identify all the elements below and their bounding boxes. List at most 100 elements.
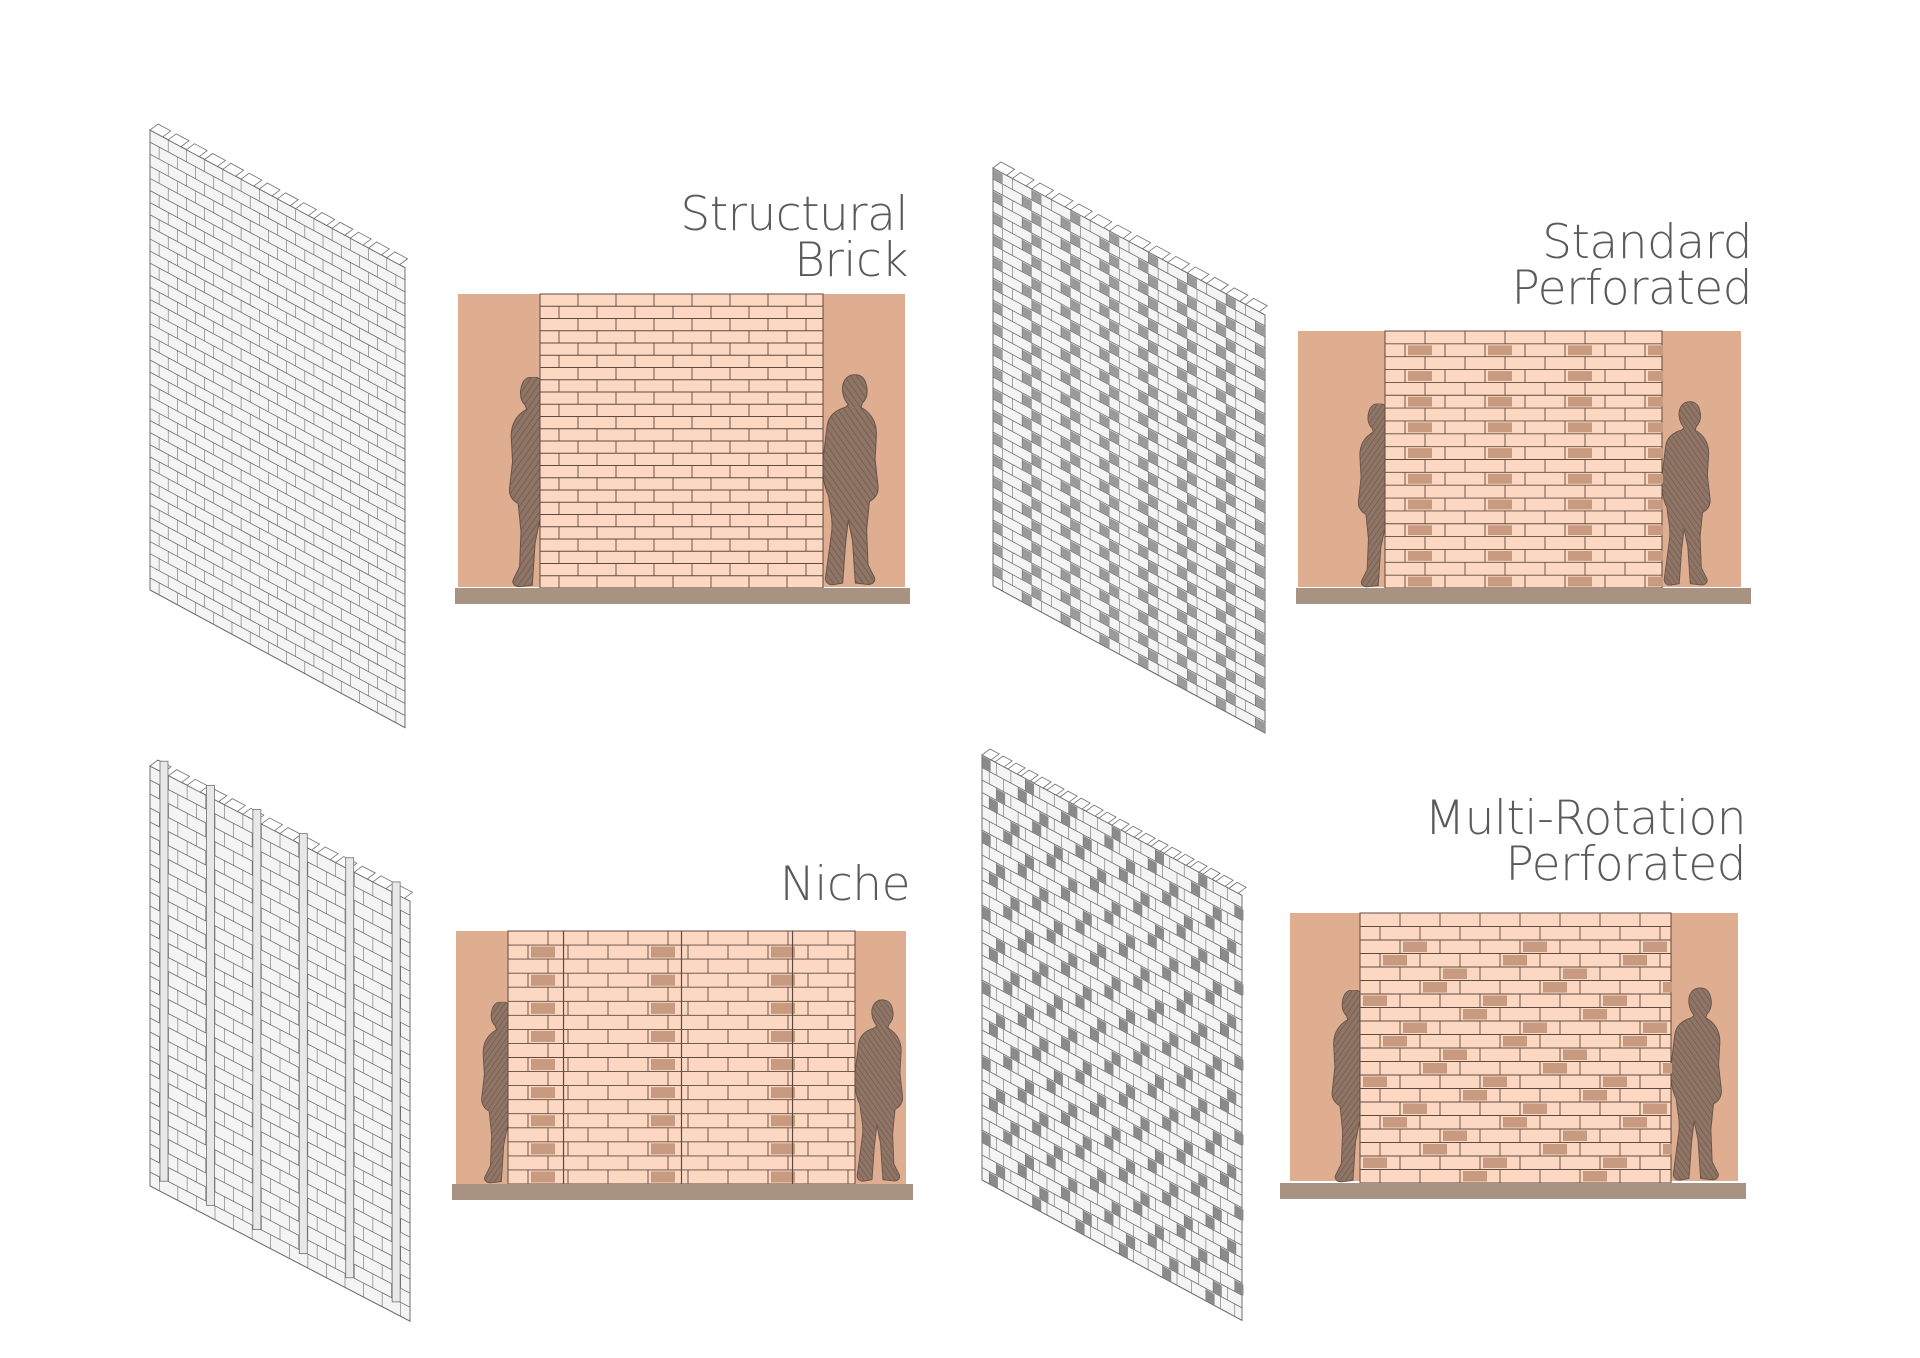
iso-course-line — [149, 517, 406, 656]
iso-perforation — [993, 323, 1003, 338]
iso-rotated-brick — [1039, 1187, 1049, 1203]
iso-cap-brick — [331, 221, 354, 236]
iso-cap-brick — [1007, 762, 1026, 775]
iso-rotated-brick — [1010, 1121, 1020, 1138]
perforation-opening — [1503, 1117, 1527, 1128]
perforation-opening — [651, 1002, 675, 1014]
iso-perforation — [1255, 651, 1266, 667]
perforation-opening — [1648, 345, 1663, 356]
perforation-opening — [1488, 550, 1512, 561]
perforation-opening — [531, 1171, 555, 1183]
iso-perforation — [1187, 471, 1198, 487]
iso-perforation — [1022, 261, 1032, 277]
perforation-opening — [1408, 550, 1432, 561]
iso-perforation — [1109, 407, 1120, 423]
iso-course-line — [149, 1185, 411, 1322]
perforation-opening — [1363, 1076, 1387, 1087]
iso-perforation — [993, 411, 1003, 426]
iso-niche-pier — [159, 760, 169, 1182]
iso-perforation — [1177, 455, 1188, 471]
iso-perforation — [1255, 453, 1266, 469]
iso-perforation — [1177, 499, 1188, 515]
perforation-opening — [1488, 576, 1512, 587]
perforation-opening — [1568, 448, 1592, 458]
iso-rotated-brick — [1169, 1107, 1179, 1124]
iso-perforation — [1226, 316, 1236, 332]
iso-rotated-brick — [1140, 966, 1150, 983]
iso-course-line — [149, 456, 406, 595]
iso-perforation — [1022, 305, 1032, 321]
iso-perforation — [1109, 627, 1120, 643]
iso-perforation — [1031, 563, 1042, 579]
iso-rotated-brick — [1133, 975, 1143, 992]
iso-perforation — [1216, 388, 1227, 404]
iso-rotated-brick — [1119, 1017, 1128, 1034]
iso-perforation — [1138, 566, 1149, 582]
iso-rotated-brick — [1112, 1051, 1121, 1067]
iso-cap-brick — [1225, 287, 1249, 302]
iso-rotated-brick — [1213, 1205, 1222, 1222]
iso-perforation — [1177, 543, 1188, 559]
iso-perforation — [1138, 390, 1149, 406]
iso-rotated-brick — [1213, 1055, 1222, 1072]
isometric-wall-multi — [981, 748, 1247, 1322]
iso-rotated-brick — [1133, 1050, 1143, 1067]
iso-cap-brick — [1108, 224, 1132, 239]
perforation-opening — [1363, 995, 1387, 1006]
iso-perforation — [1022, 217, 1032, 233]
iso-rotated-brick — [1068, 877, 1078, 894]
iso-perforation — [1226, 646, 1236, 662]
iso-perforation — [1022, 349, 1032, 365]
ground-strip — [452, 1184, 913, 1200]
iso-rotated-brick — [1227, 1163, 1237, 1180]
iso-rotated-brick — [1155, 924, 1165, 941]
elevation-perforated — [1296, 330, 1751, 604]
iso-perforation — [1070, 430, 1081, 446]
iso-cap-brick — [276, 192, 299, 207]
iso-perforation — [1061, 370, 1071, 386]
iso-rotated-brick — [1133, 1200, 1143, 1217]
iso-cap-brick — [222, 162, 245, 177]
perforation-opening — [771, 1171, 795, 1183]
iso-perforation — [1177, 565, 1188, 581]
iso-perforation — [1061, 304, 1071, 320]
iso-perforation — [993, 498, 1003, 514]
perforation-opening — [1648, 422, 1663, 433]
iso-rotated-brick — [1148, 858, 1157, 874]
iso-perforation — [1187, 405, 1198, 421]
iso-perforation — [1138, 258, 1149, 274]
perforation-opening — [1488, 473, 1512, 484]
perforation-opening — [1648, 473, 1663, 484]
perforation-opening — [1443, 1130, 1467, 1141]
iso-perforation — [1109, 495, 1120, 511]
iso-perforation — [1099, 237, 1110, 253]
isometric-views — [149, 123, 1268, 1323]
iso-perforation — [1099, 303, 1110, 319]
iso-rotated-brick — [1198, 1173, 1208, 1189]
iso-rotated-brick — [1061, 1036, 1071, 1053]
iso-perforation — [1109, 319, 1120, 335]
elevation-multi — [1280, 912, 1746, 1199]
iso-rotated-brick — [1198, 1098, 1208, 1114]
iso-perforation — [1061, 612, 1071, 628]
perforation-opening — [1443, 1049, 1467, 1060]
iso-perforation — [1061, 590, 1071, 606]
iso-cap-brick — [1137, 832, 1156, 845]
iso-rotated-brick — [1090, 1102, 1100, 1118]
iso-rotated-brick — [1162, 1041, 1172, 1057]
iso-rotated-brick — [1068, 1177, 1078, 1194]
iso-perforation — [1099, 281, 1110, 297]
perforation-opening — [651, 946, 675, 958]
iso-rotated-brick — [982, 755, 991, 772]
iso-perforation — [1099, 325, 1110, 341]
iso-cap-brick — [353, 865, 377, 880]
iso-niche-pier — [252, 809, 262, 1230]
iso-rotated-brick — [1003, 980, 1013, 996]
iso-perforation — [993, 564, 1003, 580]
perforation-opening — [1483, 1157, 1507, 1168]
perforation-opening — [1488, 525, 1512, 536]
iso-rotated-brick — [1177, 998, 1186, 1015]
iso-rotated-brick — [1104, 834, 1114, 851]
iso-perforation — [1138, 544, 1149, 560]
iso-rotated-brick — [1126, 933, 1136, 950]
